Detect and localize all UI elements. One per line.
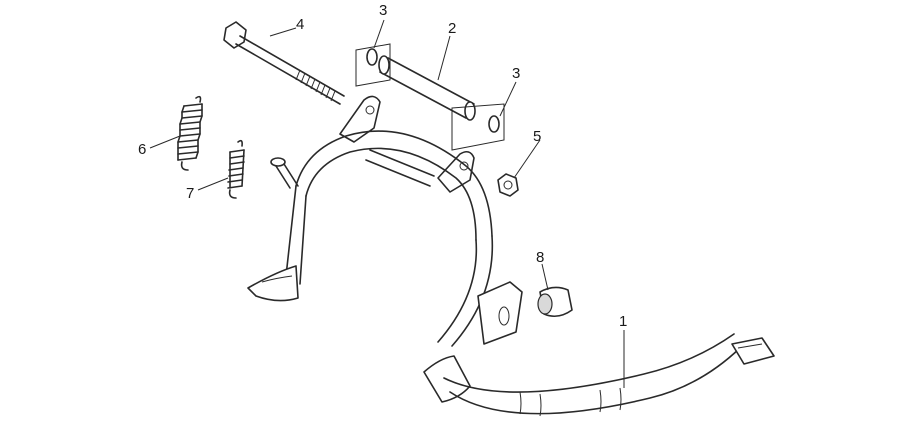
stand-frame-part-1 — [247, 95, 775, 417]
bumper-part-8 — [537, 286, 573, 318]
callout-7: 7 — [186, 185, 194, 202]
leader-lines — [149, 19, 625, 388]
spring-part-6 — [177, 95, 203, 171]
callout-8: 8 — [536, 249, 544, 266]
spring-part-7 — [227, 139, 245, 199]
callout-2: 2 — [448, 20, 456, 37]
small-pin — [270, 157, 299, 189]
callout-3-upper: 3 — [379, 2, 387, 19]
callout-3-lower: 3 — [512, 65, 520, 82]
nut-part-5 — [497, 173, 519, 197]
washer-part-3-upper — [355, 43, 391, 87]
washer-part-3-lower — [451, 103, 505, 151]
callout-1: 1 — [619, 313, 627, 330]
pin-part-2 — [378, 55, 476, 121]
callout-6: 6 — [138, 141, 146, 158]
callout-5: 5 — [533, 128, 541, 145]
callout-4: 4 — [296, 16, 304, 33]
bolt-part-4 — [223, 21, 345, 105]
